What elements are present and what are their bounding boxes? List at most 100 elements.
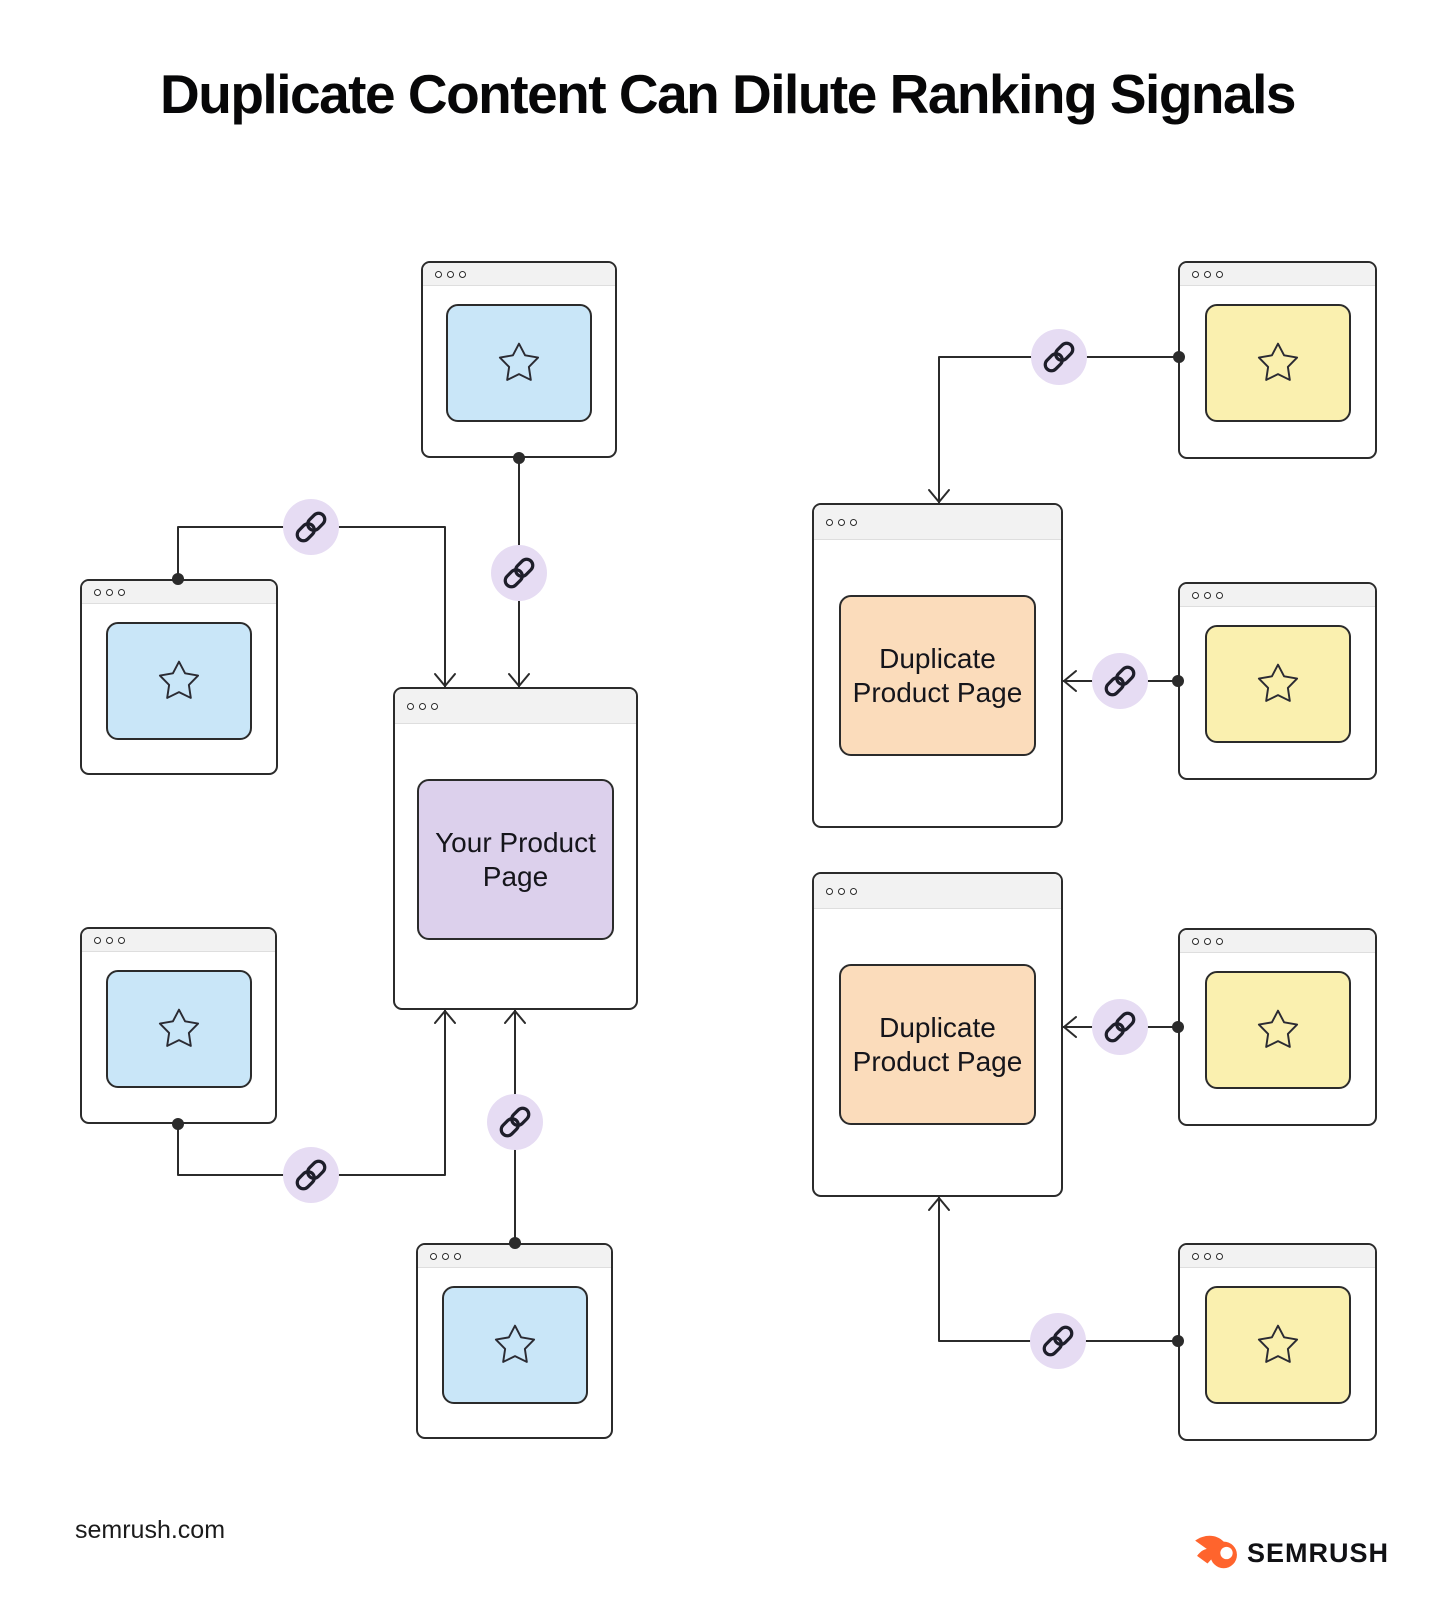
window-your-product-page: Your Product Page xyxy=(393,687,638,1010)
window-titlebar xyxy=(1180,263,1375,286)
arrowhead-down xyxy=(508,673,530,687)
arrowhead-down xyxy=(434,673,456,687)
window-dots-icon xyxy=(1192,591,1199,599)
window-dots-icon xyxy=(118,588,125,596)
your-product-page-panel: Your Product Page xyxy=(417,779,614,940)
arrowhead-left xyxy=(1063,1016,1077,1038)
chain-link-icon xyxy=(1040,1323,1076,1359)
window-dots-icon xyxy=(1216,1252,1223,1260)
star-panel xyxy=(441,1286,588,1404)
window-dots-icon xyxy=(431,702,438,710)
star-panel xyxy=(1204,1286,1351,1404)
star-icon xyxy=(153,1003,205,1055)
window-dots-icon xyxy=(94,936,101,944)
semrush-logo-text: SEMRUSH xyxy=(1246,1537,1389,1568)
star-icon xyxy=(1252,1004,1304,1056)
window-dots-icon xyxy=(435,270,442,278)
window-dots-icon xyxy=(1216,937,1223,945)
window-source-yellow-2 xyxy=(1178,582,1377,780)
window-dots-icon xyxy=(1216,270,1223,278)
semrush-logo: SEMRUSH xyxy=(1195,1534,1389,1572)
link-badge xyxy=(283,1147,339,1203)
semrush-flame-icon xyxy=(1195,1535,1237,1569)
duplicate-page-label: Duplicate Product Page xyxy=(852,1011,1023,1077)
chain-link-icon xyxy=(497,1104,533,1140)
link-badge xyxy=(487,1094,543,1150)
window-titlebar xyxy=(82,581,276,604)
window-dots-icon xyxy=(1204,1252,1211,1260)
duplicate-page-panel: Duplicate Product Page xyxy=(839,964,1036,1125)
star-panel xyxy=(106,622,252,740)
window-dots-icon xyxy=(838,518,845,526)
window-duplicate-page-top: Duplicate Product Page xyxy=(812,503,1063,828)
window-titlebar xyxy=(814,505,1061,540)
chain-link-icon xyxy=(293,509,329,545)
link-badge xyxy=(1092,999,1148,1055)
star-panel xyxy=(1204,625,1351,743)
window-titlebar xyxy=(814,874,1061,909)
star-panel xyxy=(446,304,592,422)
window-duplicate-page-bottom: Duplicate Product Page xyxy=(812,872,1063,1197)
window-dots-icon xyxy=(442,1252,449,1260)
window-dots-icon xyxy=(850,518,857,526)
window-source-blue-top xyxy=(421,261,617,458)
window-source-yellow-4 xyxy=(1178,1243,1377,1441)
duplicate-page-panel: Duplicate Product Page xyxy=(839,595,1036,756)
link-badge xyxy=(1092,653,1148,709)
window-dots-icon xyxy=(419,702,426,710)
window-dots-icon xyxy=(94,588,101,596)
window-titlebar xyxy=(1180,584,1375,607)
star-icon xyxy=(1252,658,1304,710)
star-panel xyxy=(1204,304,1351,422)
star-icon xyxy=(489,1319,541,1371)
star-icon xyxy=(1252,337,1304,389)
chain-link-icon xyxy=(293,1157,329,1193)
star-icon xyxy=(1252,1319,1304,1371)
window-titlebar xyxy=(1180,930,1375,953)
arrowhead-up xyxy=(434,1010,456,1024)
window-dots-icon xyxy=(459,270,466,278)
window-dots-icon xyxy=(430,1252,437,1260)
arrowhead-left xyxy=(1063,670,1077,692)
window-dots-icon xyxy=(826,518,833,526)
footer-site-url: semrush.com xyxy=(75,1516,226,1544)
window-titlebar xyxy=(82,929,275,952)
window-titlebar xyxy=(418,1245,611,1268)
window-dots-icon xyxy=(1192,1252,1199,1260)
window-dots-icon xyxy=(1216,591,1223,599)
window-dots-icon xyxy=(118,936,125,944)
window-source-blue-bottom xyxy=(416,1243,613,1439)
window-dots-icon xyxy=(850,887,857,895)
your-product-page-label: Your Product Page xyxy=(435,826,596,892)
star-icon xyxy=(493,337,545,389)
connector-line xyxy=(938,1196,1179,1342)
window-dots-icon xyxy=(454,1252,461,1260)
window-dots-icon xyxy=(106,936,113,944)
chain-link-icon xyxy=(501,555,537,591)
window-dots-icon xyxy=(407,702,414,710)
star-panel xyxy=(105,970,252,1088)
window-dots-icon xyxy=(447,270,454,278)
window-dots-icon xyxy=(1204,270,1211,278)
window-source-blue-bottom-left xyxy=(80,927,277,1124)
page-title: Duplicate Content Can Dilute Ranking Sig… xyxy=(160,63,1296,125)
duplicate-page-label: Duplicate Product Page xyxy=(852,642,1023,708)
window-source-yellow-1 xyxy=(1178,261,1377,459)
window-dots-icon xyxy=(1204,591,1211,599)
window-titlebar xyxy=(395,689,636,724)
window-dots-icon xyxy=(826,887,833,895)
window-source-yellow-3 xyxy=(1178,928,1377,1126)
window-source-blue-left xyxy=(80,579,278,775)
star-icon xyxy=(153,655,205,707)
link-badge xyxy=(1030,1313,1086,1369)
window-dots-icon xyxy=(1192,270,1199,278)
chain-link-icon xyxy=(1041,339,1077,375)
window-titlebar xyxy=(423,263,615,286)
window-dots-icon xyxy=(1192,937,1199,945)
arrowhead-down xyxy=(928,489,950,503)
window-dots-icon xyxy=(1204,937,1211,945)
chain-link-icon xyxy=(1102,663,1138,699)
link-badge xyxy=(1031,329,1087,385)
window-dots-icon xyxy=(106,588,113,596)
